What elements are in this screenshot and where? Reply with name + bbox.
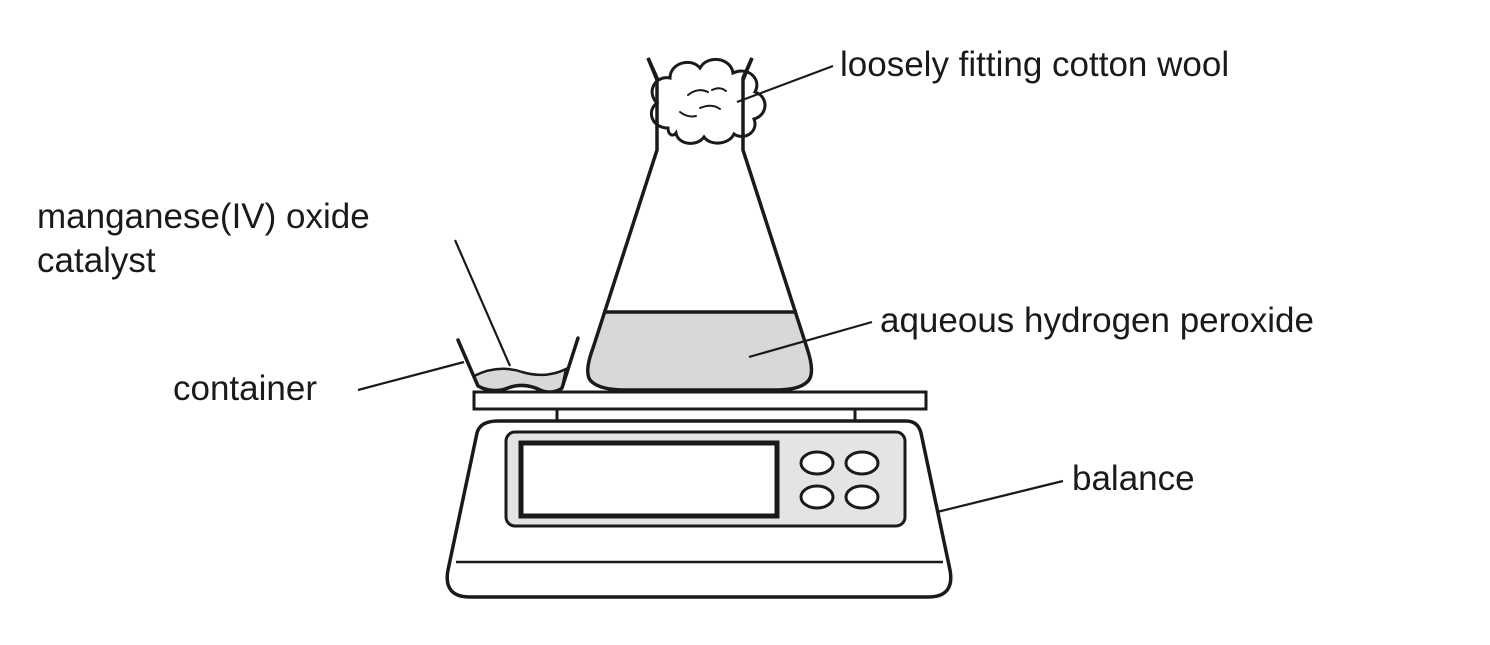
balance-platform bbox=[472, 390, 928, 411]
leader-line-cotton-wool bbox=[736, 64, 834, 104]
flask-rim-right bbox=[741, 57, 754, 81]
label-container: container bbox=[173, 369, 317, 408]
balance-button bbox=[799, 450, 835, 476]
hydrogen-peroxide-liquid bbox=[587, 312, 812, 390]
balance-display bbox=[518, 440, 780, 519]
label-catalyst-line1: manganese(IV) oxide bbox=[37, 197, 370, 236]
platform-stems bbox=[555, 409, 857, 421]
leader-line-peroxide bbox=[748, 320, 873, 359]
balance-button bbox=[844, 450, 880, 476]
flask-rim-left bbox=[646, 57, 659, 81]
leader-line-container bbox=[357, 360, 465, 392]
cotton-wool bbox=[646, 57, 767, 145]
label-catalyst-line2: catalyst bbox=[37, 241, 156, 280]
conical-flask bbox=[586, 57, 814, 392]
balance-button bbox=[844, 484, 880, 510]
leader-line-catalyst bbox=[453, 239, 512, 367]
balance-button bbox=[799, 484, 835, 510]
label-cotton-wool: loosely fitting cotton wool bbox=[840, 45, 1229, 84]
label-hydrogen-peroxide: aqueous hydrogen peroxide bbox=[880, 301, 1314, 340]
leader-line-balance bbox=[936, 479, 1064, 514]
label-balance: balance bbox=[1072, 459, 1195, 498]
cotton-wool-texture bbox=[679, 87, 727, 118]
